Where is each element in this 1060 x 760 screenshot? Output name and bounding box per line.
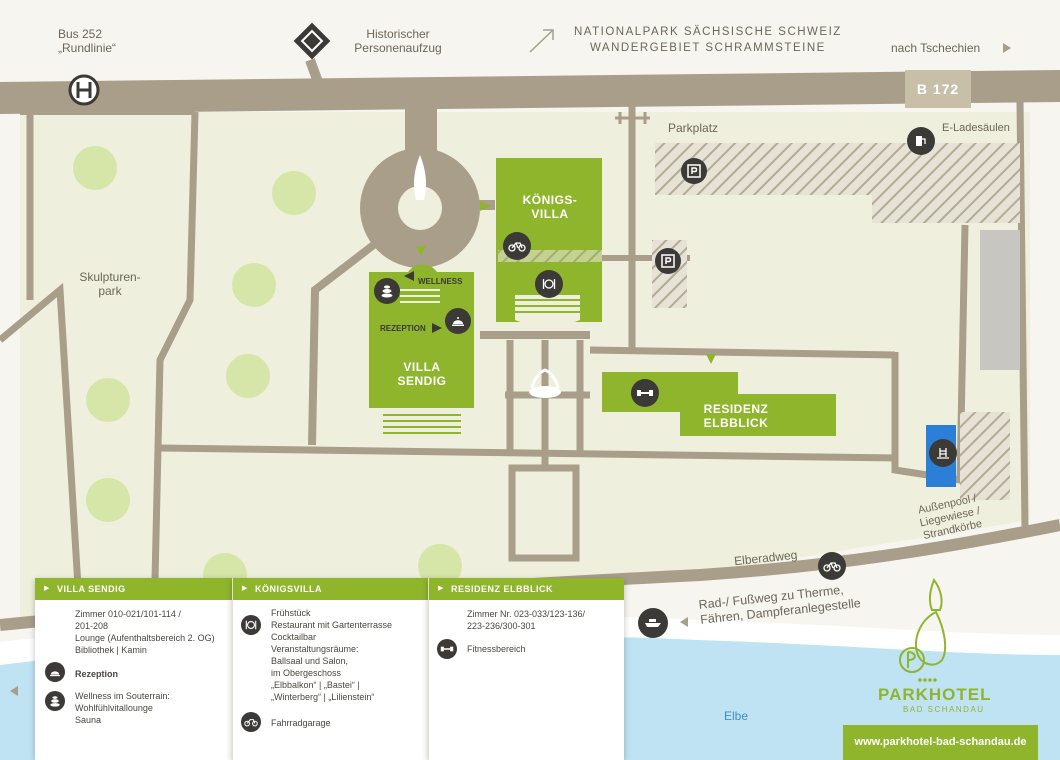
brand-name: PARKHOTEL bbox=[878, 685, 992, 704]
tree bbox=[272, 171, 316, 215]
panel-title: VILLA SENDIG bbox=[35, 578, 232, 600]
ferry-icon[interactable] bbox=[638, 608, 668, 638]
tree bbox=[418, 544, 462, 588]
parkhotel-logo-figure bbox=[899, 577, 947, 682]
path-residenz-top bbox=[589, 346, 896, 359]
villa-sendig-wellness: Wellness im Souterrain: Wohlfühlvitallou… bbox=[75, 691, 170, 725]
tree bbox=[232, 263, 276, 307]
koenigsvilla-garage: Fahrradgarage bbox=[271, 718, 331, 728]
path-sculpture bbox=[151, 111, 199, 581]
panel-residenz-elbblick: RESIDENZ ELBBLICK Zimmer Nr. 023-033/123… bbox=[428, 578, 624, 760]
building-residenz-elbblick[interactable] bbox=[602, 372, 836, 436]
fitness-icon bbox=[437, 639, 457, 659]
website-link[interactable]: www.parkhotel-bad-schandau.de bbox=[843, 725, 1038, 760]
hotel-grounds bbox=[20, 112, 1030, 620]
arrow-marker bbox=[432, 323, 442, 333]
bicycle-icon[interactable] bbox=[818, 552, 846, 580]
wellness-label: WELLNESS bbox=[418, 277, 463, 286]
arrow-marker bbox=[416, 246, 426, 256]
rezeption-label: REZEPTION bbox=[380, 324, 426, 333]
charging-station-icon[interactable] bbox=[907, 127, 935, 155]
arrow-marker bbox=[404, 271, 414, 281]
panel-title: RESIDENZ ELBBLICK bbox=[429, 578, 624, 600]
path-middle-horizontal bbox=[159, 444, 896, 462]
restaurant-icon bbox=[241, 615, 261, 635]
reception-bell-icon[interactable] bbox=[445, 308, 471, 334]
sculpture-park-label: Skulpturen- park bbox=[79, 270, 141, 298]
pool-ladder-icon[interactable] bbox=[929, 439, 957, 467]
koenigsvilla-label: KÖNIGS- VILLA bbox=[522, 193, 578, 221]
wellness-stones-icon[interactable] bbox=[374, 278, 400, 304]
czech-label: nach Tschechien bbox=[891, 41, 981, 55]
lift-label: Historischer Personenaufzug bbox=[354, 27, 442, 55]
tree bbox=[226, 354, 270, 398]
villa-sendig-rezeption: Rezeption bbox=[75, 669, 119, 679]
arrow-foot bbox=[680, 617, 688, 627]
parking-area-top bbox=[655, 143, 1020, 195]
arrow-czech bbox=[1003, 43, 1011, 53]
panel-koenigsvilla: KÖNIGSVILLA Frühstück Restaurant mit Gar… bbox=[232, 578, 429, 760]
path-garden-square bbox=[508, 464, 580, 562]
residenz-label: RESIDENZ ELBBLICK bbox=[703, 402, 769, 430]
arrow-nationalpark bbox=[529, 29, 554, 53]
sculpture-statue bbox=[413, 155, 427, 200]
fountain bbox=[529, 368, 561, 398]
tree bbox=[86, 478, 130, 522]
terrace-koenigsvilla bbox=[515, 295, 580, 326]
garage-building bbox=[980, 230, 1020, 370]
parking-label: Parkplatz bbox=[668, 121, 719, 135]
tree bbox=[73, 146, 117, 190]
koenigsvilla-details: Frühstück Restaurant mit Gartenterrasse … bbox=[271, 608, 393, 702]
road-label-b172: B 172 bbox=[905, 70, 971, 108]
lift-icon bbox=[293, 22, 331, 60]
river-label: Elbe bbox=[724, 709, 749, 723]
wellness-stones-icon bbox=[45, 691, 65, 711]
reception-bell-icon bbox=[45, 662, 65, 682]
residenz-rooms: Zimmer Nr. 023-033/123-136/ 223-236/300-… bbox=[467, 609, 586, 631]
parking-area-right bbox=[872, 195, 1020, 223]
bus-label: Bus 252 „Rundlinie“ bbox=[58, 27, 117, 55]
residenz-fitness: Fitnessbereich bbox=[467, 644, 526, 654]
villa-sendig-rooms: Zimmer 010-021/101-114 / 201-208 Lounge … bbox=[75, 609, 215, 655]
road-b172 bbox=[0, 70, 1060, 114]
roundabout-center bbox=[398, 186, 442, 230]
bicycle-icon[interactable] bbox=[503, 232, 531, 260]
terrace-sendig bbox=[383, 410, 461, 445]
path-right-edge bbox=[1016, 101, 1029, 531]
nationalpark-label: NATIONALPARK SÄCHSISCHE SCHWEIZ bbox=[574, 26, 842, 38]
path-left-edge bbox=[0, 282, 84, 621]
villa-sendig-label: VILLA SENDIG bbox=[397, 360, 447, 388]
panel-title: KÖNIGSVILLA bbox=[233, 578, 429, 600]
arrow-left bbox=[10, 686, 18, 696]
restaurant-icon[interactable] bbox=[535, 270, 563, 298]
path-roundabout-left bbox=[308, 236, 383, 446]
terrace-wellness bbox=[400, 289, 440, 303]
fitness-icon[interactable] bbox=[631, 379, 659, 407]
arrow-marker bbox=[706, 354, 716, 364]
brand-sub: BAD SCHANDAU bbox=[903, 705, 985, 714]
parking-icon[interactable] bbox=[681, 158, 707, 184]
bus-stop-icon bbox=[68, 74, 100, 106]
parking-area-pool bbox=[960, 412, 1010, 500]
parking-icon[interactable] bbox=[655, 248, 681, 274]
tree bbox=[86, 378, 130, 422]
wandergebiet-label: WANDERGEBIET SCHRAMMSTEINE bbox=[590, 42, 826, 54]
charging-label: E-Ladesäulen bbox=[942, 122, 1010, 134]
panel-villa-sendig: VILLA SENDIG Zimmer 010-021/101-114 / 20… bbox=[35, 578, 232, 760]
arrow-marker bbox=[480, 201, 491, 211]
path-lift bbox=[305, 58, 323, 84]
barrier bbox=[615, 112, 650, 124]
bicycle-icon bbox=[241, 712, 261, 732]
